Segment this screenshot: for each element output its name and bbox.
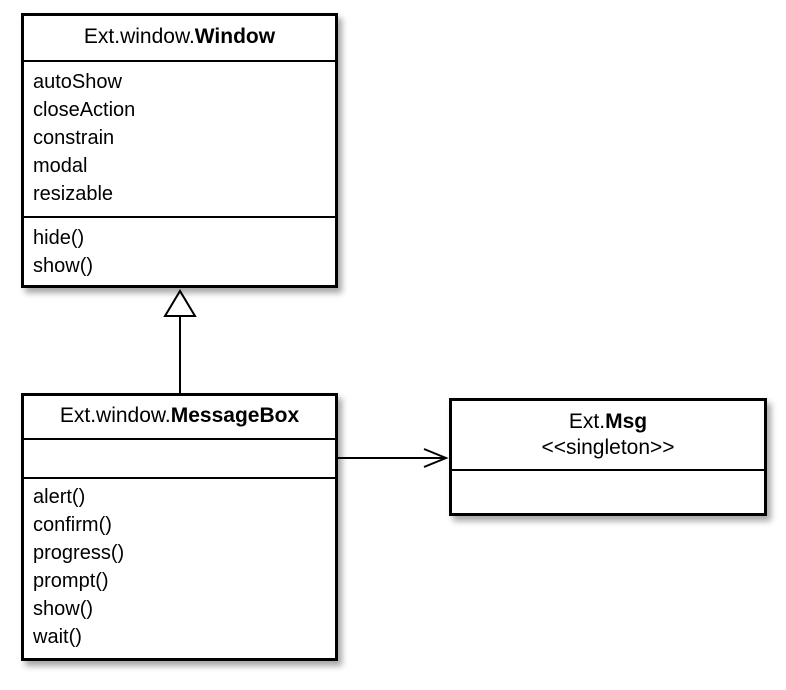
attribute-item: autoShow <box>33 71 122 93</box>
msg-empty-compartment <box>452 471 764 511</box>
window-attributes-compartment: autoShow closeAction constrain modal res… <box>24 62 335 218</box>
messagebox-operations-compartment: alert() confirm() progress() prompt() sh… <box>24 479 335 651</box>
window-class-namespace: Ext.window. <box>83 25 195 48</box>
msg-class-stereotype: <<singleton>> <box>541 436 675 459</box>
operation-item: show() <box>33 598 94 620</box>
operation-item: wait() <box>33 626 82 648</box>
messagebox-class-name: MessageBox <box>170 404 300 427</box>
operation-item: progress() <box>33 542 125 564</box>
attribute-item: constrain <box>33 127 115 149</box>
association-arrowhead <box>423 448 449 468</box>
messagebox-class-header: Ext.window.MessageBox <box>24 396 335 440</box>
attribute-item: resizable <box>33 183 114 205</box>
window-class-header: Ext.window.Window <box>24 16 335 62</box>
attribute-item: closeAction <box>33 99 136 121</box>
operation-item: confirm() <box>33 514 112 536</box>
msg-class-namespace: Ext. <box>568 410 606 433</box>
window-operations-compartment: hide() show() <box>24 218 335 280</box>
operation-item: alert() <box>33 486 86 508</box>
generalization-arrowhead <box>163 289 197 317</box>
window-class-box[interactable]: Ext.window.Window autoShow closeAction c… <box>21 13 338 288</box>
messagebox-attributes-compartment <box>24 440 335 479</box>
attribute-item: modal <box>33 155 88 177</box>
operation-item: prompt() <box>33 570 109 592</box>
msg-class-name: Msg <box>605 410 648 433</box>
messagebox-class-namespace: Ext.window. <box>59 404 171 427</box>
window-class-name: Window <box>194 25 276 48</box>
messagebox-class-box[interactable]: Ext.window.MessageBox alert() confirm() … <box>21 393 338 661</box>
operation-item: show() <box>33 255 94 277</box>
msg-class-box[interactable]: Ext.Msg <<singleton>> <box>449 398 767 516</box>
msg-class-header: Ext.Msg <<singleton>> <box>452 401 764 471</box>
operation-item: hide() <box>33 227 85 249</box>
